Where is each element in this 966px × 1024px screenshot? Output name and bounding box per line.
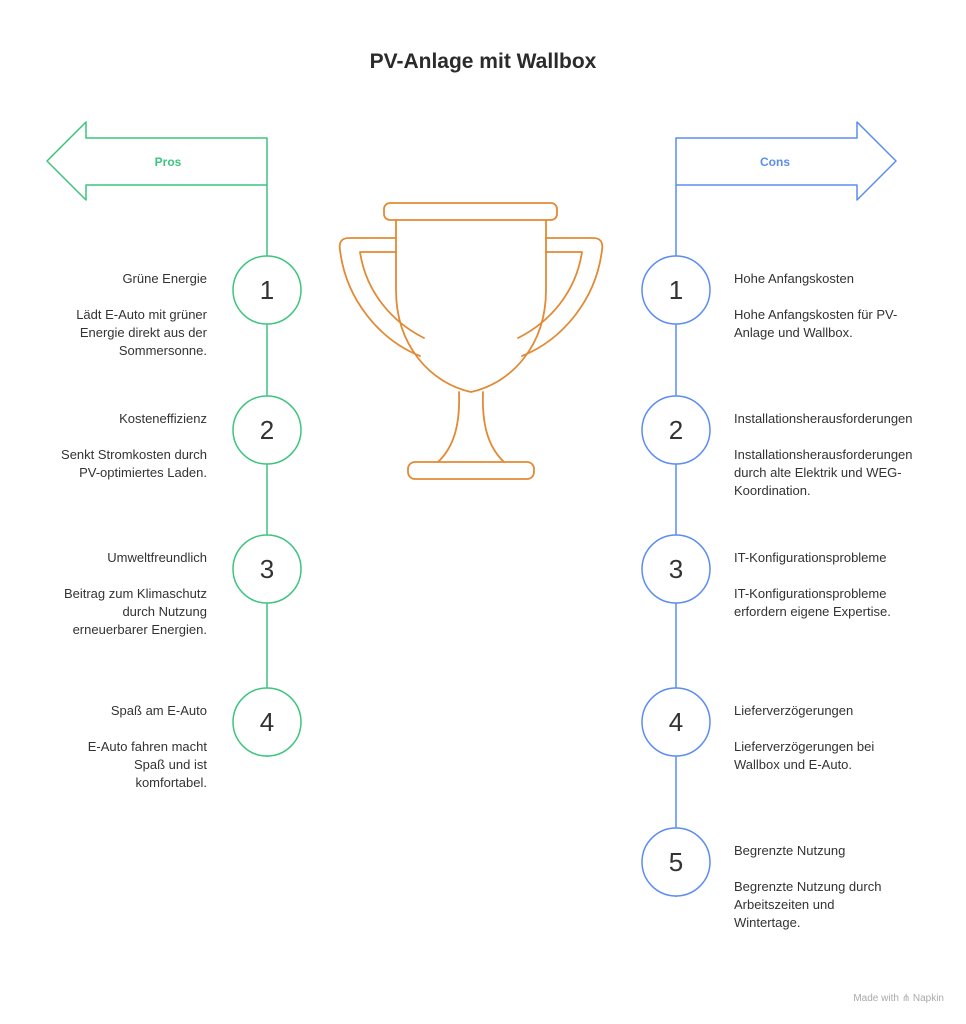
pros-circle-1 (232, 255, 302, 325)
pros-item-4: Spaß am E-Auto E-Auto fahren macht Spaß … (22, 702, 207, 792)
cons-item-text: Begrenzte Nutzung durch Arbeitszeiten un… (734, 879, 882, 930)
pros-label: Pros (154, 155, 182, 169)
cons-circle-2 (641, 395, 711, 465)
cons-item-text: Lieferverzögerungen bei Wallbox und E-Au… (734, 739, 875, 772)
pros-item-text: Beitrag zum Klimaschutz durch Nutzung er… (63, 586, 207, 637)
made-with-napkin-footer[interactable]: Made with ⋔ Napkin (853, 993, 944, 1004)
cons-number-1: 1 (668, 275, 684, 305)
pros-arrow-shape (46, 121, 268, 201)
cons-circle-5 (641, 827, 711, 897)
cons-circle-3 (641, 534, 711, 604)
cons-item-text: IT-Konfigurationsprobleme erfordern eige… (734, 586, 891, 619)
cons-item-heading: Begrenzte Nutzung (734, 843, 846, 858)
cons-item-heading: Installationsherausforderungen (734, 411, 913, 426)
page-title: PV-Anlage mit Wallbox (369, 50, 597, 73)
pros-circles (232, 255, 302, 757)
pros-item-heading: Grüne Energie (122, 271, 207, 286)
footer-text: Made with (853, 993, 899, 1004)
pros-item-heading: Umweltfreundlich (107, 550, 207, 565)
cons-item-1: Hohe Anfangskosten Hohe Anfangskosten fü… (734, 270, 919, 342)
pros-number-4: 4 (259, 707, 275, 737)
cons-number-2: 2 (668, 415, 684, 445)
pros-circle-2 (232, 395, 302, 465)
pros-circle-3 (232, 534, 302, 604)
cons-item-5: Begrenzte Nutzung Begrenzte Nutzung durc… (734, 842, 919, 932)
cons-circles (641, 255, 711, 897)
cons-item-heading: IT-Konfigurationsprobleme (734, 550, 887, 565)
pros-item-text: Senkt Stromkosten durch PV-optimiertes L… (61, 447, 207, 480)
pros-circle-4 (232, 687, 302, 757)
pros-item-text: Lädt E-Auto mit grüner Energie direkt au… (76, 307, 207, 358)
pros-item-1: Grüne Energie Lädt E-Auto mit grüner Ene… (22, 270, 207, 360)
trophy-icon (338, 202, 604, 480)
pros-item-2: Kosteneffizienz Senkt Stromkosten durch … (22, 410, 207, 482)
cons-number-3: 3 (668, 554, 684, 584)
pros-item-heading: Spaß am E-Auto (110, 703, 207, 718)
cons-item-2: Installationsherausforderungen Installat… (734, 410, 919, 500)
cons-circle-1 (641, 255, 711, 325)
pros-item-text: E-Auto fahren macht Spaß und ist komfort… (87, 739, 207, 790)
cons-circle-4 (641, 687, 711, 757)
cons-number-5: 5 (668, 847, 684, 877)
cons-item-4: Lieferverzögerungen Lieferverzögerungen … (734, 702, 919, 774)
pros-number-2: 2 (259, 415, 275, 445)
napkin-logo-icon: ⋔ (901, 993, 911, 1004)
pros-number-1: 1 (259, 275, 275, 305)
pros-item-3: Umweltfreundlich Beitrag zum Klimaschutz… (22, 549, 207, 639)
cons-item-heading: Hohe Anfangskosten (734, 271, 854, 286)
cons-item-3: IT-Konfigurationsprobleme IT-Konfigurati… (734, 549, 919, 621)
pros-item-heading: Kosteneffizienz (119, 411, 207, 426)
cons-label: Cons (760, 155, 790, 169)
cons-item-heading: Lieferverzögerungen (734, 703, 854, 718)
cons-number-4: 4 (668, 707, 684, 737)
cons-arrow-shape (675, 121, 897, 201)
cons-item-text: Hohe Anfangskosten für PV-Anlage und Wal… (734, 307, 898, 340)
footer-brand: Napkin (912, 993, 944, 1004)
pros-number-3: 3 (259, 554, 275, 584)
cons-item-text: Installationsherausforderungen durch alt… (734, 447, 913, 498)
